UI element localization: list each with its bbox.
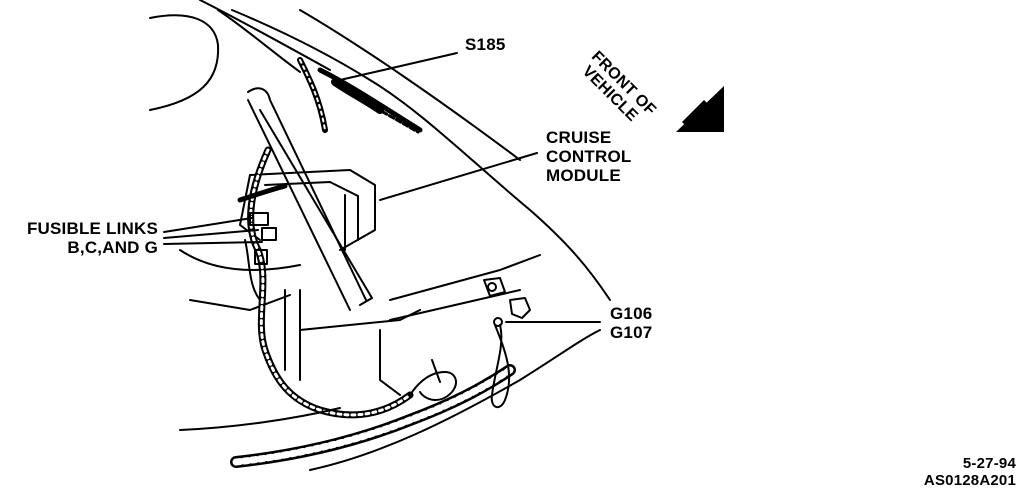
diagram-date: 5-27-94 (962, 455, 1016, 472)
cruise-label-line-1: CRUISE (546, 128, 612, 147)
leader-lines (163, 52, 601, 323)
cruise-control-module-label: CRUISE CONTROL MODULE (546, 128, 631, 185)
fender-outline (149, 0, 611, 301)
ground-label-g107: G107 (610, 323, 653, 342)
battery-tray (179, 249, 541, 396)
support-strut (247, 87, 373, 311)
cruise-label-line-2: CONTROL (546, 147, 632, 166)
ground-label-g106: G106 (610, 304, 653, 323)
cruise-module-shape (239, 169, 376, 251)
main-harness (237, 146, 414, 419)
fusible-links-line-1: FUSIBLE LINKS (26, 219, 158, 238)
ground-label: G106 G107 (610, 304, 652, 342)
figure-id: AS0128A201 (923, 472, 1016, 489)
fusible-links-label: FUSIBLE LINKS B,C,AND G (6, 219, 158, 257)
footer: 5-27-94 AS0128A201 (880, 455, 1016, 489)
front-arrow (676, 86, 724, 132)
lower-loom (179, 329, 601, 471)
splice-s185 (331, 78, 384, 114)
ground-lead (483, 277, 531, 409)
cruise-label-line-3: MODULE (546, 166, 621, 185)
fusible-links-line-2: B,C,AND G (67, 238, 158, 257)
splice-label: S185 (465, 35, 506, 54)
